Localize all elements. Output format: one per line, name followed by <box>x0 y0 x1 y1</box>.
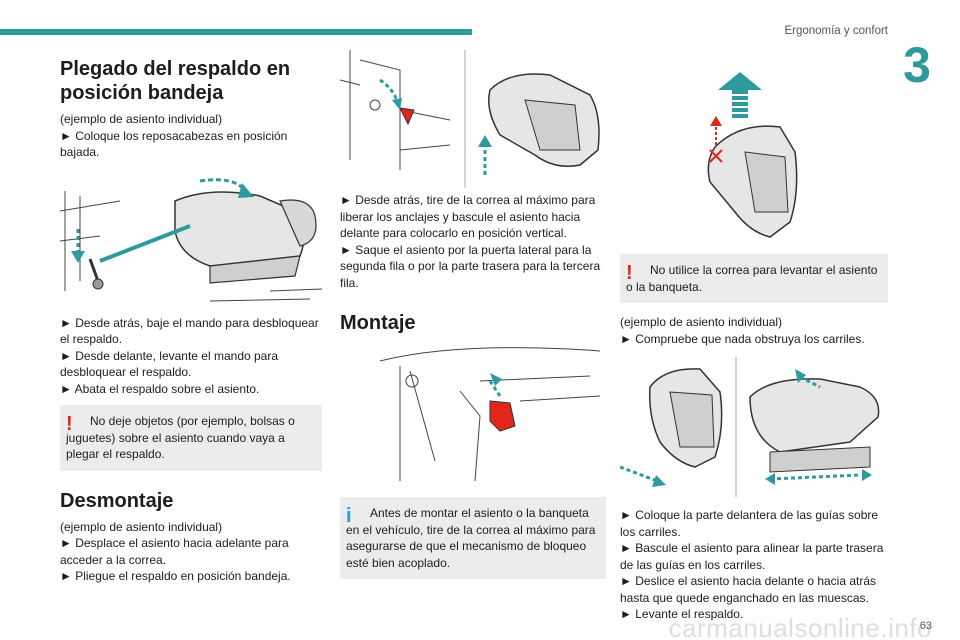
info-icon: i <box>346 505 352 527</box>
section-title-removal: Desmontaje <box>60 489 174 512</box>
warning-note: ! No utilice la correa para levantar el … <box>620 254 888 303</box>
step-text: Coloque la parte delantera de las guías … <box>620 507 888 540</box>
lifting-warning-illustration <box>620 72 888 242</box>
column-2: Desde atrás, tire de la correa al máximo… <box>340 50 606 579</box>
step-text: Deslice el asiento hacia delante o hacia… <box>620 573 888 606</box>
page-number: 63 <box>919 620 932 632</box>
info-text: Antes de montar el asiento o la banqueta… <box>346 506 596 570</box>
column-3: ! No utilice la correa para levantar el … <box>620 50 888 623</box>
seat-folding-illustration <box>60 170 322 309</box>
header-accent-bar <box>0 29 472 35</box>
step-text: Abata el respaldo sobre el asiento. <box>60 381 322 398</box>
step-text: Desplace el asiento hacia adelante para … <box>60 535 322 568</box>
chapter-title: Ergonomía y confort <box>784 25 888 37</box>
rail-mounting-illustration <box>620 357 888 497</box>
step-text: Bascule el asiento para alinear la parte… <box>620 540 888 573</box>
step-text: Desde atrás, baje el mando para desbloqu… <box>60 315 322 348</box>
warning-icon: ! <box>626 262 633 284</box>
watermark: carmanualsonline.info <box>668 613 932 640</box>
section-title-mounting: Montaje <box>340 312 416 334</box>
warning-text: No deje objetos (por ejemplo, bolsas o j… <box>66 414 295 461</box>
step-text: Coloque los reposacabezas en posición ba… <box>60 128 322 161</box>
section-title-folding: Plegado del respaldo en posición bandeja <box>60 58 291 104</box>
warning-note: ! No deje objetos (por ejemplo, bolsas o… <box>60 405 322 471</box>
step-text: Desde atrás, tire de la correa al máximo… <box>340 192 606 242</box>
column-1: Plegado del respaldo en posición bandeja… <box>60 50 322 585</box>
intro-text: (ejemplo de asiento individual) <box>60 519 223 534</box>
info-note: i Antes de montar el asiento o la banque… <box>340 497 606 579</box>
step-text: Levante el respaldo. <box>620 606 888 623</box>
step-text: Saque el asiento por la puerta lateral p… <box>340 242 606 292</box>
warning-text: No utilice la correa para levantar el as… <box>626 263 878 294</box>
warning-icon: ! <box>66 413 73 435</box>
strap-pull-illustration <box>340 341 606 489</box>
step-text: Pliegue el respaldo en posición bandeja. <box>60 568 322 585</box>
seat-removal-illustration <box>340 50 606 188</box>
step-text: Compruebe que nada obstruya los carriles… <box>620 331 888 348</box>
chapter-number: 3 <box>903 37 931 93</box>
intro-text: (ejemplo de asiento individual) <box>620 315 783 329</box>
intro-text: (ejemplo de asiento individual) <box>60 112 223 126</box>
step-text: Desde delante, levante el mando para des… <box>60 348 322 381</box>
